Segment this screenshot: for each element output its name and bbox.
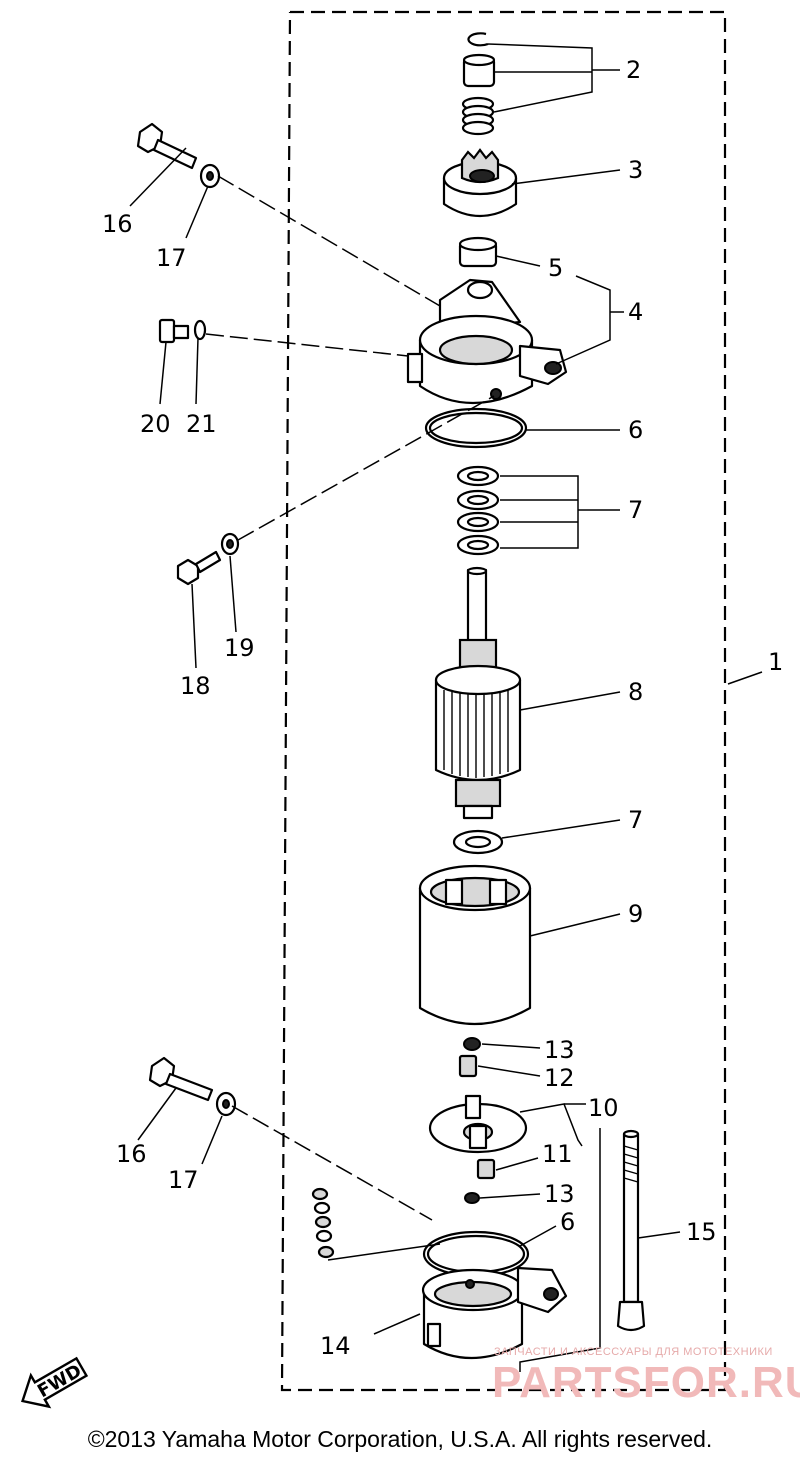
label-part-6-lower: 6 [560, 1208, 575, 1236]
part-17-washer-lower [215, 1091, 237, 1117]
part-5-bushing [458, 236, 498, 268]
part-12-brush [458, 1054, 478, 1078]
label-part-6-upper: 6 [628, 416, 643, 444]
assembly-boundary [280, 10, 727, 1392]
part-16-bolt-lower [148, 1056, 214, 1102]
part-18-bolt [176, 550, 222, 586]
part-16-bolt-upper [136, 122, 198, 170]
part-2-clip-collar-spring [461, 32, 496, 136]
label-part-17-upper: 17 [156, 244, 187, 272]
label-part-17-lower: 17 [168, 1166, 199, 1194]
label-part-3: 3 [628, 156, 643, 184]
label-part-8: 8 [628, 678, 643, 706]
label-part-5: 5 [548, 254, 563, 282]
label-part-2: 2 [626, 56, 641, 84]
part-9-yoke [418, 864, 532, 1026]
watermark-logo: PARTSFOR.RU [492, 1358, 800, 1407]
part-19-washer [220, 532, 240, 556]
part-20-screw [158, 318, 190, 344]
label-part-13-lower: 13 [544, 1180, 575, 1208]
label-part-19: 19 [224, 634, 255, 662]
label-part-1: 1 [768, 648, 783, 676]
label-part-20: 20 [140, 410, 171, 438]
fwd-arrow-icon: FWD [21, 1356, 89, 1409]
part-11-brush [476, 1158, 496, 1180]
label-part-18: 18 [180, 672, 211, 700]
label-part-21: 21 [186, 410, 217, 438]
part-15-through-bolt [616, 1129, 646, 1332]
part-14-rear-bracket [421, 1266, 568, 1359]
leader-lines [129, 43, 763, 1372]
label-part-14: 14 [320, 1332, 351, 1360]
part-7-washer-lower [452, 829, 504, 855]
part-17-washer-upper [199, 163, 221, 189]
label-part-7-lower: 7 [628, 806, 643, 834]
part-8-armature [434, 566, 522, 820]
part-3-pinion-gear [442, 148, 518, 218]
label-part-7-upper: 7 [628, 496, 643, 524]
label-part-13-upper: 13 [544, 1036, 575, 1064]
label-part-16-lower: 16 [116, 1140, 147, 1168]
label-part-15: 15 [686, 1218, 717, 1246]
label-part-16-upper: 16 [102, 210, 133, 238]
label-part-12: 12 [544, 1064, 575, 1092]
part-6-o-ring-upper [424, 407, 528, 449]
part-13-brush-spring-lower [464, 1192, 480, 1204]
watermark-tagline: ЗАПЧАСТИ И АКСЕССУАРЫ ДЛЯ МОТОТЕХНИКИ [494, 1346, 773, 1358]
copyright-notice: ©2013 Yamaha Motor Corporation, U.S.A. A… [87, 1426, 713, 1452]
part-7-washers [456, 465, 500, 556]
part-21-lock-washer [193, 319, 207, 341]
part-4-front-bracket [406, 278, 568, 405]
part-13-brush-spring-upper [463, 1037, 481, 1051]
label-part-11: 11 [542, 1140, 573, 1168]
label-part-9: 9 [628, 900, 643, 928]
nut-washer-stack [311, 1187, 335, 1259]
label-part-4: 4 [628, 298, 643, 326]
part-10-brush-holder [428, 1094, 528, 1154]
label-part-10: 10 [588, 1094, 619, 1122]
